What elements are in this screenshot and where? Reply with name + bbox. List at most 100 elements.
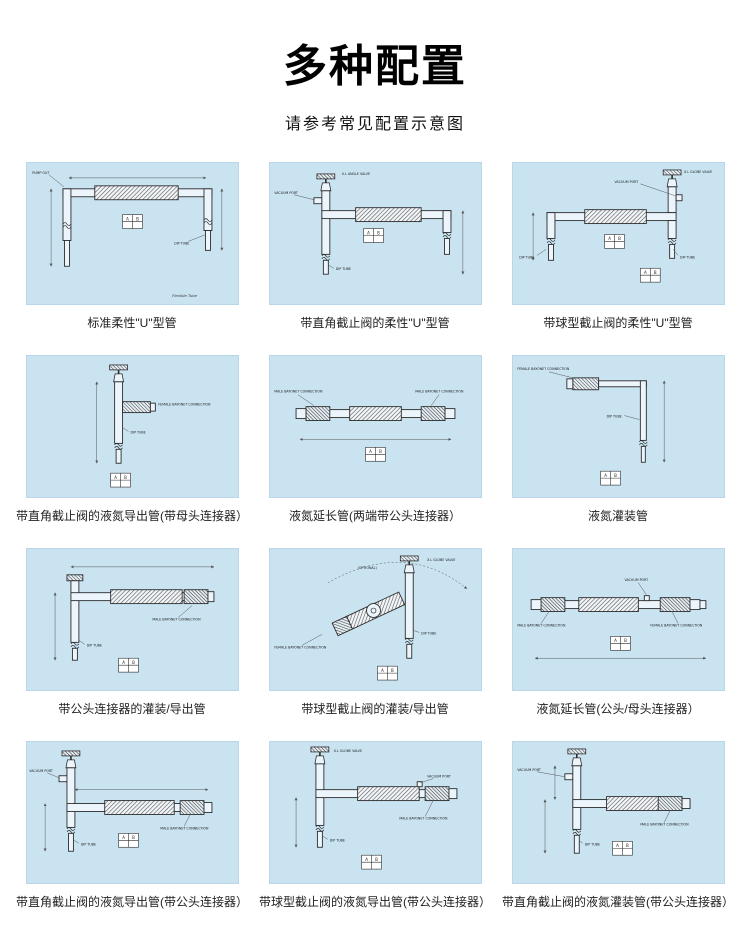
config-grid: PUMP OUT A B DIP TUBE	[0, 134, 750, 940]
config-panel-angle-withdrawal-male: VACUUM PORT MALE BAYONET CONNECTION DIP …	[16, 741, 248, 910]
dim-table-letter: A	[367, 230, 370, 235]
diagram-extension-male-female: VACUUM PORT MALE BAYONET CONNECTION FEMA…	[511, 548, 725, 691]
angle-filling-male-drawing: VACUUM PORT MALE BAYONET CONNECTION DIP …	[517, 748, 690, 856]
angle-withdrawal-male-drawing: VACUUM PORT MALE BAYONET CONNECTION DIP …	[29, 750, 212, 852]
diagram-label: VACUUM PORT	[624, 578, 648, 582]
panel-caption: 带直角截止阀的柔性"U"型管	[300, 316, 450, 330]
dim-table-letter: B	[124, 475, 127, 480]
globe-valve-u-tube-drawing: X.L GLOBE VALVE VACUUM PORT	[519, 169, 712, 283]
diagram-label: DIP TUBE	[86, 643, 101, 647]
diagram-label: X.L ANGLE VALVE	[341, 172, 369, 176]
panel-caption: 带球型截止阀的液氮导出管(带公头连接器）	[259, 895, 491, 909]
dim-table-letter: A	[114, 475, 117, 480]
panel-caption: 带球型截止阀的灌装/导出管	[301, 702, 449, 716]
diagram-label: DIP TUBE	[174, 241, 189, 245]
dim-table-letter: A	[616, 843, 619, 848]
page-title: 多种配置	[283, 42, 467, 91]
dim-table-letter: A	[614, 638, 617, 643]
diagram-label: DIP TUBE	[329, 838, 344, 842]
dim-table-letter: A	[381, 668, 384, 673]
fill-withdraw-male-drawing: MALE BAYONET CONNECTION DIP TUBE A B	[53, 565, 214, 673]
diagram-label: DIP TUBE	[130, 430, 145, 434]
dim-table-letter: B	[132, 835, 135, 840]
config-panel-globe-valve-u-tube: X.L GLOBE VALVE VACUUM PORT	[511, 162, 725, 331]
config-panel-angle-filling-male: VACUUM PORT MALE BAYONET CONNECTION DIP …	[502, 741, 734, 910]
diagram-label: DIP TUBE	[335, 267, 350, 271]
diagram-extension-male-male: MALE BAYONET CONNECTION MALE BAYONET CON…	[268, 355, 482, 498]
diagram-label: DIP TUBE	[584, 842, 599, 846]
diagram-angle-filling-male: VACUUM PORT MALE BAYONET CONNECTION DIP …	[511, 741, 725, 884]
diagram-angle-valve-u-tube: X.L ANGLE VALVE VACUUM PORT A	[268, 162, 482, 305]
diagram-label: MALE BAYONET CONNECTION	[160, 826, 209, 830]
diagram-label: DIP TUBE	[680, 255, 695, 259]
filling-tube-drawing: FEMALE BAYONET CONNECTION DIP TUBE A B	[517, 367, 666, 486]
withdrawal-female-drawing: FEMALE BAYONET CONNECTION DIP TUBE A B	[94, 364, 210, 488]
diagram-fill-withdraw-male: MALE BAYONET CONNECTION DIP TUBE A B	[25, 548, 239, 691]
diagram-label: VACUUM PORT	[274, 191, 298, 195]
diagram-label: VACUUM PORT	[517, 768, 541, 772]
page-subtitle: 请参考常见配置示意图	[284, 116, 465, 133]
panel-caption: 液氮延长管(两端带公头连接器）	[289, 509, 461, 523]
dim-table-letter: B	[624, 638, 627, 643]
config-panel-extension-male-male: MALE BAYONET CONNECTION MALE BAYONET CON…	[268, 355, 482, 524]
diagram-withdrawal-female: FEMALE BAYONET CONNECTION DIP TUBE A B	[25, 355, 239, 498]
dim-table-letter: B	[391, 668, 394, 673]
config-panel-withdrawal-female: FEMALE BAYONET CONNECTION DIP TUBE A B 带…	[16, 355, 248, 524]
diagram-label: X.L GLOBE VALVE	[333, 749, 361, 753]
dim-table-letter: B	[618, 236, 621, 241]
dim-table-letter: A	[608, 236, 611, 241]
diagram-label: FEMALE BAYONET CONNECTION	[274, 645, 327, 649]
diagram-label: FEMALE BAYONET CONNECTION	[650, 623, 703, 627]
diagram-label: VACUUM PORT	[427, 775, 451, 779]
extension-male-male-drawing: MALE BAYONET CONNECTION MALE BAYONET CON…	[274, 390, 464, 462]
dim-table-letter: B	[136, 216, 139, 221]
diagram-label: DIP TUBE	[519, 255, 534, 259]
panel-caption: 带球型截止阀的柔性"U"型管	[543, 316, 693, 330]
diagram-label: MALE BAYONET CONNECTION	[274, 390, 323, 394]
dim-table-letter: A	[126, 216, 129, 221]
panel-caption: 带公头连接器的灌装/导出管	[58, 702, 206, 716]
dim-table-letter: A	[369, 449, 372, 454]
dim-table-letter: A	[643, 270, 646, 275]
config-panel-angle-valve-u-tube: X.L ANGLE VALVE VACUUM PORT A	[268, 162, 482, 331]
diagram-label: DIP TUBE	[606, 415, 621, 419]
diagram-label: FEMALE BAYONET CONNECTION	[517, 367, 570, 371]
panel-caption: 液氮延长管(公头/母头连接器）	[536, 702, 700, 716]
dim-table-letter: B	[379, 449, 382, 454]
config-panel-filling-tube: FEMALE BAYONET CONNECTION DIP TUBE A B 液…	[511, 355, 725, 524]
panel-caption: 标准柔性"U"型管	[87, 316, 177, 330]
dim-table-letter: A	[122, 660, 125, 665]
diagram-label: X.L GLOBE VALVE	[427, 558, 455, 562]
standard-u-tube-drawing: PUMP OUT A B DIP TUBE	[32, 171, 223, 298]
dim-table-letter: A	[604, 473, 607, 478]
globe-fill-withdraw-drawing: (OPTIONAL) X.L GLOBE VALVE FEMALE BAYONE…	[274, 555, 467, 681]
diagram-label: MALE BAYONET CONNECTION	[152, 617, 201, 621]
diagram-label: Flexible Tube	[172, 294, 197, 298]
diagram-label: MALE BAYONET CONNECTION	[415, 390, 464, 394]
dim-table-letter: B	[614, 473, 617, 478]
config-panel-standard-u-tube: PUMP OUT A B DIP TUBE	[25, 162, 239, 331]
config-panel-globe-fill-withdraw: (OPTIONAL) X.L GLOBE VALVE FEMALE BAYONE…	[268, 548, 482, 717]
panel-caption: 带直角截止阀的液氮导出管(带公头连接器）	[16, 895, 248, 909]
angle-valve-u-tube-drawing: X.L ANGLE VALVE VACUUM PORT A	[274, 172, 464, 275]
dim-table-letter: A	[365, 857, 368, 862]
dim-table-letter: B	[626, 843, 629, 848]
extension-male-female-drawing: VACUUM PORT MALE BAYONET CONNECTION FEMA…	[517, 578, 706, 660]
diagram-angle-withdrawal-male: VACUUM PORT MALE BAYONET CONNECTION DIP …	[25, 741, 239, 884]
diagram-label: MALE BAYONET CONNECTION	[399, 816, 448, 820]
config-panel-extension-male-female: VACUUM PORT MALE BAYONET CONNECTION FEMA…	[511, 548, 725, 717]
config-panel-fill-withdraw-male: MALE BAYONET CONNECTION DIP TUBE A B 带公头…	[25, 548, 239, 717]
page-header: 多种配置 请参考常见配置示意图	[0, 0, 750, 134]
diagram-label: X.L GLOBE VALVE	[684, 170, 712, 174]
config-panel-globe-withdrawal-male: X.L GLOBE VALVE VACUUM PORT MALE BAYONET…	[259, 741, 491, 910]
dim-table-letter: B	[653, 270, 656, 275]
diagram-label: VACUUM PORT	[29, 769, 53, 773]
panel-caption: 带直角截止阀的液氮灌装管(带公头连接器）	[502, 895, 734, 909]
dim-table-letter: B	[375, 857, 378, 862]
dim-table-letter: A	[122, 835, 125, 840]
diagram-label: DIP TUBE	[421, 631, 436, 635]
diagram-globe-fill-withdraw: (OPTIONAL) X.L GLOBE VALVE FEMALE BAYONE…	[268, 548, 482, 691]
diagram-label: MALE BAYONET CONNECTION	[517, 623, 566, 627]
dim-table-letter: B	[132, 660, 135, 665]
diagram-label: VACUUM PORT	[614, 180, 638, 184]
